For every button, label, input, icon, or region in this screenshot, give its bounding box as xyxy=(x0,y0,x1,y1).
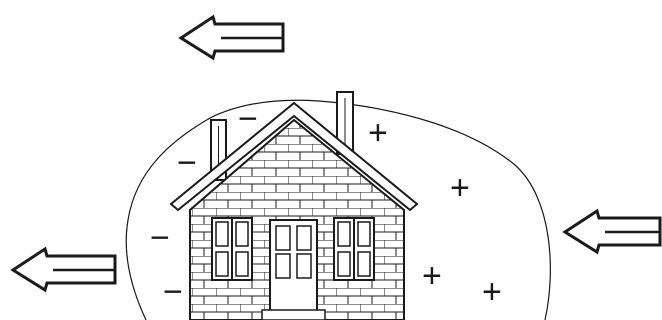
minus-sign: − xyxy=(150,219,170,257)
wind-arrow-top xyxy=(181,17,283,58)
wind-arrow-right xyxy=(565,211,660,252)
minus-sign: − xyxy=(177,144,197,182)
plus-sign: + xyxy=(368,114,388,152)
minus-sign: − xyxy=(238,100,258,138)
plus-sign: + xyxy=(482,273,502,311)
minus-sign: − xyxy=(163,273,183,311)
left-window xyxy=(212,218,252,280)
plus-sign: + xyxy=(450,169,470,207)
front-door xyxy=(262,220,325,320)
plus-sign: + xyxy=(422,257,442,295)
right-window xyxy=(334,218,374,280)
wind-arrow-left xyxy=(13,249,115,290)
